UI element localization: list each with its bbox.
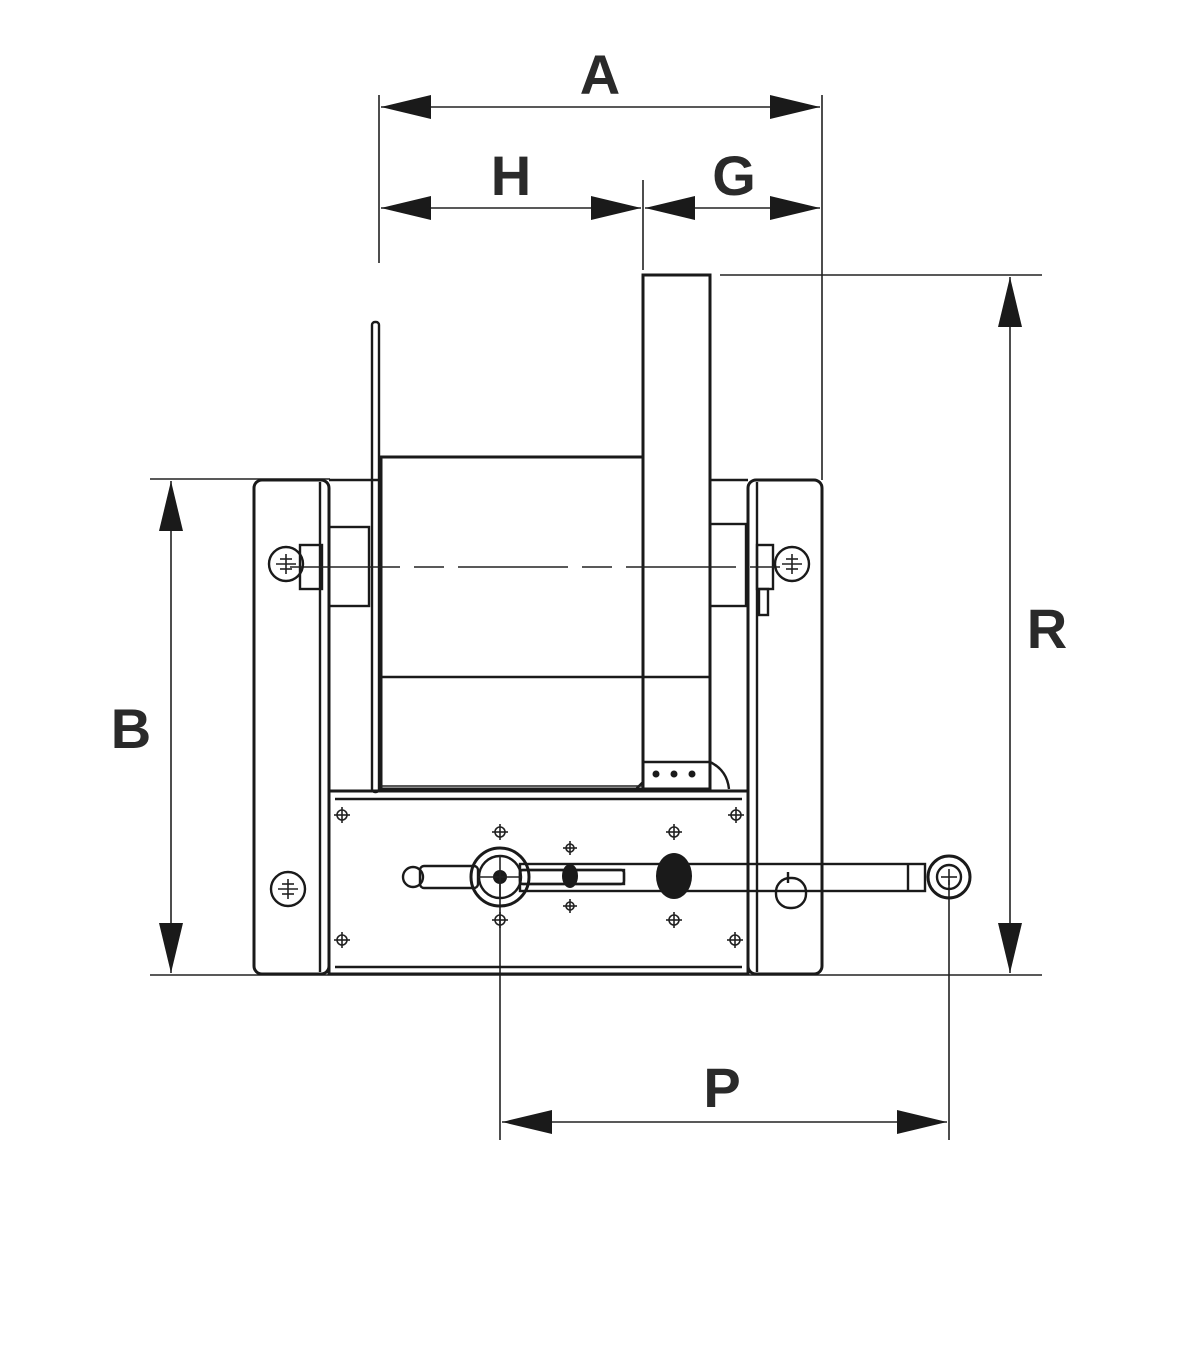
- right-axle-bolt-icon: [773, 545, 811, 583]
- crank-hub-icon: [469, 846, 531, 908]
- pawl-bracket: [635, 760, 731, 791]
- label-h: H: [491, 144, 531, 207]
- right-bearing-block: [708, 522, 748, 608]
- right-side-plate: [746, 478, 824, 976]
- dimension-lines: [159, 95, 1022, 1134]
- label-r: R: [1027, 597, 1067, 660]
- drum: [379, 455, 645, 791]
- left-axle-bolt-icon: [267, 545, 305, 583]
- extension-lines: [150, 95, 1042, 1140]
- right-drum-flange: [641, 273, 712, 791]
- left-lower-bolt-icon: [269, 870, 307, 908]
- gearbox-screws: [334, 807, 744, 948]
- label-g: G: [712, 144, 756, 207]
- gearbox-housing: [327, 789, 750, 976]
- label-p: P: [703, 1056, 740, 1119]
- label-b: B: [111, 697, 151, 760]
- crank-handle: [401, 846, 972, 908]
- crank-arm: [518, 862, 927, 893]
- left-drum-flange: [370, 320, 381, 794]
- left-side-plate: [252, 478, 331, 976]
- handle-grip-icon: [926, 854, 972, 900]
- label-a: A: [580, 43, 620, 106]
